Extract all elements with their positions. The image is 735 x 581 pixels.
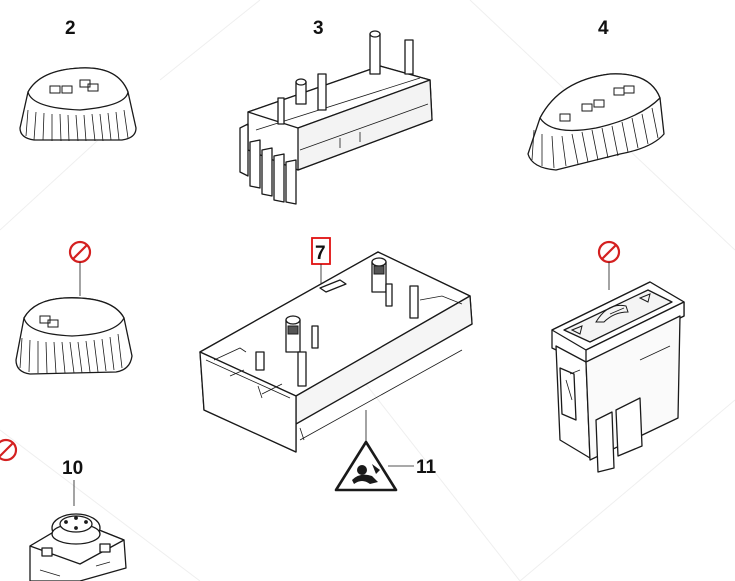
part-label-2: 2 [65,18,76,39]
part-7-control-unit[interactable] [199,251,473,453]
child-hand-warning-icon [352,464,380,484]
part-label-7: 7 [315,243,326,264]
window-switch-symbols-icon [559,85,635,122]
part-label-11: 11 [416,457,437,478]
rocker-switch-right[interactable] [551,281,685,473]
knob-left[interactable] [15,297,133,375]
part-11-warning-label[interactable] [334,440,398,492]
rocker-symbol-icon [49,79,99,94]
prohibited-sign-icon [597,240,621,264]
prohibited-sign-icon [68,240,92,264]
part-label-4: 4 [598,18,609,39]
part-3-switch-module[interactable] [239,30,433,205]
prohibited-sign-icon [0,438,18,462]
window-arrows-icon [570,293,651,335]
part-label-3: 3 [313,18,324,39]
part-label-10: 10 [62,458,83,479]
part-7-highlight-box[interactable]: 7 [311,237,331,265]
part-10-mirror-switch[interactable] [29,513,127,581]
part-2-knob[interactable] [19,67,137,142]
part-4-knob[interactable] [527,73,665,171]
rocker-symbol-icon [39,315,59,328]
